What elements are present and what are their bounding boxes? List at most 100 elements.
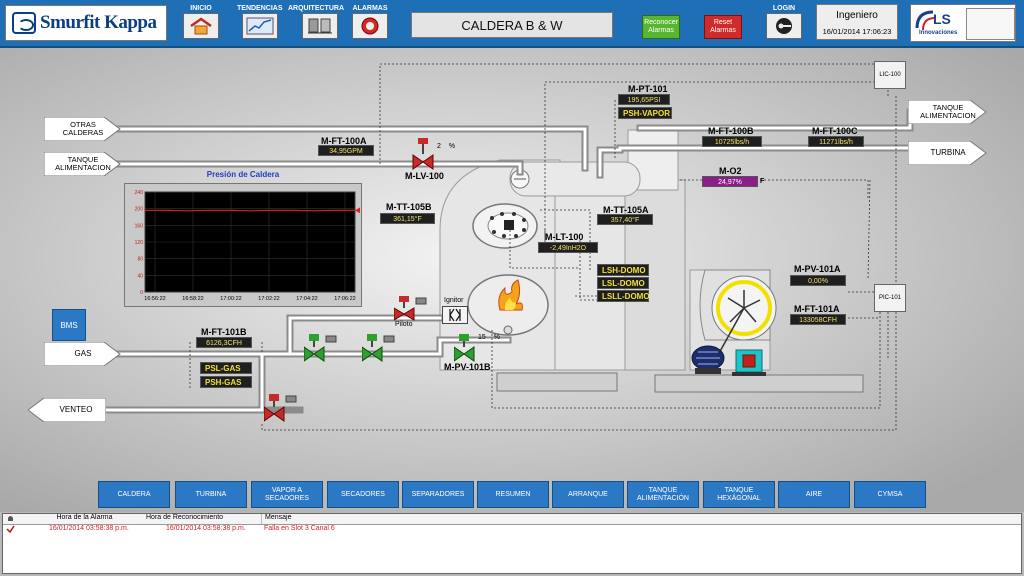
ft100a-value[interactable]: 34,95GPM <box>318 145 374 156</box>
psh-gas-indicator: PSH-GAS <box>200 376 252 388</box>
lsh-domo-indicator: LSH-DOMO <box>597 264 649 276</box>
reset-alarmas-button[interactable]: Reset Alarmas <box>704 15 742 39</box>
lt100-value[interactable]: -2,49InH2O <box>538 242 598 253</box>
login-button[interactable]: LOGIN <box>766 4 802 39</box>
psh-vapor-indicator: PSH-VAPOR <box>618 107 672 119</box>
home-icon[interactable] <box>183 13 219 39</box>
alarm-summary-panel[interactable]: Hora de la Alarma Hora de Reconocimiento… <box>2 513 1022 574</box>
chart-x-tick-label: 17:06:22 <box>334 296 355 302</box>
tt105a-tag: M-TT-105A <box>603 205 649 215</box>
o2-number: 24,97 <box>718 179 736 186</box>
tt105b-value[interactable]: 361,15°F <box>380 213 435 224</box>
ft100c-value[interactable]: 11271lbs/h <box>808 136 864 147</box>
ls-logo-text: LS <box>933 11 951 27</box>
stream-tanque-alimentacion-in[interactable]: TANQUE ALIMENTACION <box>44 152 122 176</box>
nav-separadores-button[interactable]: SEPARADORES <box>402 481 474 508</box>
alarm-row[interactable]: 16/01/2014 03:58:38 p.m. 16/01/2014 03:5… <box>3 525 1021 535</box>
ls-logo-sub: Innovaciones <box>919 30 958 36</box>
alarm-col-mensaje[interactable]: Mensaje <box>261 514 791 524</box>
alarm-bell-icon[interactable] <box>352 13 388 39</box>
nav-alarmas[interactable]: ALARMAS <box>352 4 388 39</box>
pipes <box>86 108 914 414</box>
o2-unit: % <box>735 179 742 186</box>
nav-inicio-label: INICIO <box>190 5 212 12</box>
nav-inicio[interactable]: INICIO <box>183 4 219 39</box>
stream-venteo[interactable]: VENTEO <box>28 398 106 422</box>
alarm-row-message: Falla en Slot 3 Canal 6 <box>264 525 335 532</box>
piloto-valve-icon[interactable] <box>394 296 428 322</box>
tt105a-value[interactable]: 357,40°F <box>597 214 653 225</box>
stream-tanque-in-label: TANQUE ALIMENTACION <box>55 155 111 172</box>
o2-value[interactable]: 24,97% <box>702 176 758 187</box>
lv100-valve-icon[interactable] <box>411 138 435 172</box>
bms-button[interactable]: BMS <box>52 309 86 341</box>
stream-tanque-alimentacion-out[interactable]: TANQUE ALIMENTACION <box>908 100 988 124</box>
chart-y-tick-label: 40 <box>137 273 143 279</box>
lsll-domo-indicator: LSLL-DOMO <box>597 290 650 302</box>
key-icon[interactable] <box>766 13 802 39</box>
page-title: CALDERA B & W <box>411 12 613 38</box>
o2-letter-f: F <box>760 178 765 185</box>
ls-logo-mark <box>913 8 963 38</box>
nav-tanque-hexagonal-button[interactable]: TANQUE HEXÁGONAL <box>703 481 775 508</box>
ft100a-unit: GPM <box>346 148 363 155</box>
venteo-valve-icon[interactable] <box>264 394 298 422</box>
alarm-col-hora-reconocimiento[interactable]: Hora de Reconocimiento <box>146 514 224 521</box>
pic101-controller[interactable]: PIC-101 <box>874 284 906 312</box>
signal-lines <box>189 63 897 431</box>
pt101-value[interactable]: 195,65PSI <box>618 94 670 105</box>
nav-cymsa-button[interactable]: CYMSA <box>854 481 926 508</box>
current-datetime: 16/01/2014 17:06:23 <box>822 27 892 36</box>
gas-safety-valve-2-icon[interactable] <box>362 334 396 362</box>
nav-secadores-button[interactable]: SECADORES <box>327 481 399 508</box>
nav-tendencias-label: TENDENCIAS <box>237 5 283 12</box>
network-icon[interactable] <box>302 13 338 39</box>
stream-turbina-label: TURBINA <box>930 148 966 157</box>
chart-current-marker <box>355 207 360 214</box>
alarm-header-row: Hora de la Alarma Hora de Reconocimiento… <box>3 514 1021 525</box>
ft100b-value[interactable]: 10725lbs/h <box>702 136 762 147</box>
gas-safety-valve-1-icon[interactable] <box>304 334 338 362</box>
nav-arquitectura[interactable]: ARQUITECTURA <box>288 4 344 39</box>
lv100-unit: % <box>448 143 456 150</box>
tt105b-number: 361,15 <box>393 216 415 223</box>
pv101a-number: 0,00 <box>808 278 822 285</box>
ft101b-value[interactable]: 6126,3CFH <box>196 337 252 348</box>
ls-innovaciones-logo: LS Innovaciones <box>910 4 1016 42</box>
trend-chart-icon[interactable] <box>241 13 278 39</box>
stream-tanque-out-label: TANQUE ALIMENTACION <box>920 103 976 120</box>
stream-otras-calderas[interactable]: OTRAS CALDERAS <box>44 117 122 141</box>
smurfit-kappa-mark-icon <box>12 12 36 34</box>
chart-x-tick-label: 17:04:22 <box>296 296 317 302</box>
login-label: LOGIN <box>772 5 796 12</box>
lic100-controller[interactable]: LIC-100 <box>874 61 906 89</box>
ignitor-icon[interactable] <box>442 306 468 324</box>
nav-resumen-button[interactable]: RESUMEN <box>477 481 549 508</box>
piloto-label: Piloto <box>395 321 413 328</box>
reconocer-alarmas-button[interactable]: Reconocer Alarmas <box>642 15 680 39</box>
ft101a-value[interactable]: 133058CFH <box>790 314 846 325</box>
stream-turbina[interactable]: TURBINA <box>908 141 988 165</box>
nav-aire-button[interactable]: AIRE <box>778 481 850 508</box>
nav-tanque-alimentacion-button[interactable]: TANQUE ALIMENTACIÓN <box>627 481 699 508</box>
pv101a-value[interactable]: 0,00% <box>790 275 846 286</box>
user-info: Ingeniero 16/01/2014 17:06:23 <box>816 4 898 40</box>
pv101b-tag: M-PV-101B <box>444 362 491 372</box>
nav-turbina-button[interactable]: TURBINA <box>175 481 247 508</box>
nav-arranque-button[interactable]: ARRANQUE <box>552 481 624 508</box>
alarm-row-ack-time: 16/01/2014 03:58:38 p.m. <box>166 525 246 532</box>
nav-arquitectura-label: ARQUITECTURA <box>288 5 344 12</box>
nav-caldera-button[interactable]: CALDERA <box>98 481 170 508</box>
chart-y-tick-label: 160 <box>135 223 144 229</box>
chart-x-tick-label: 16:58:22 <box>182 296 203 302</box>
ft100c-number: 11271 <box>819 139 839 146</box>
pv101b-valve-icon[interactable] <box>454 334 478 362</box>
alarm-col-hora-alarma[interactable]: Hora de la Alarma <box>56 514 113 521</box>
nav-tendencias[interactable]: TENDENCIAS <box>237 4 283 39</box>
user-name: Ingeniero <box>836 10 878 21</box>
chart-y-tick-label: 200 <box>135 207 144 213</box>
stream-gas[interactable]: GAS <box>44 342 122 366</box>
nav-vapor-secadores-button[interactable]: VAPOR A SECADORES <box>251 481 323 508</box>
lv100-number: 2 <box>437 143 441 150</box>
